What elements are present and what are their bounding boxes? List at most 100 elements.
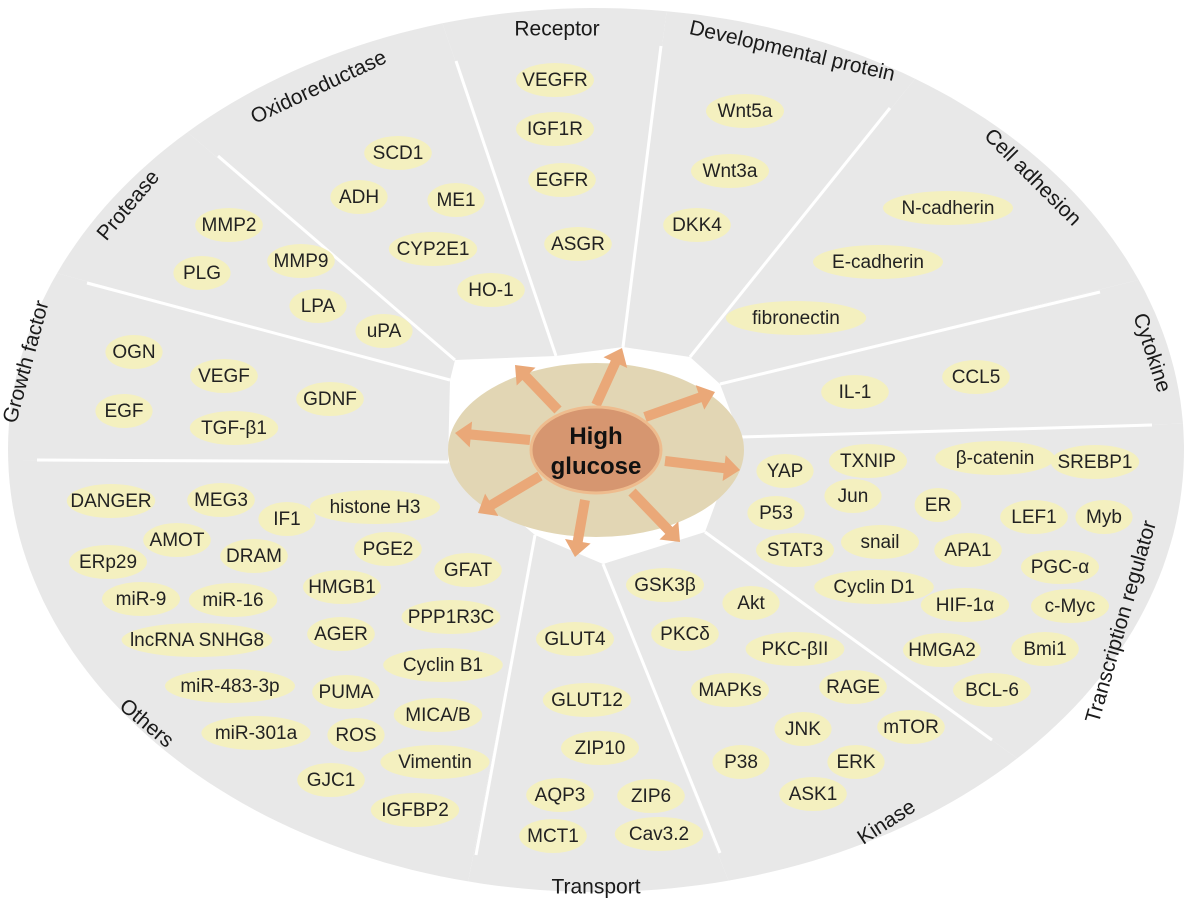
node-label: snail <box>860 532 899 553</box>
node-pill <box>457 273 525 307</box>
node-kinase: PKC-βII <box>745 632 845 666</box>
node-pill <box>289 289 347 323</box>
sector-label-transport: Transport <box>551 876 640 899</box>
node-pill <box>934 533 1002 567</box>
node-growth-factor: VEGF <box>190 359 258 393</box>
node-pill <box>427 183 485 217</box>
node-label: Jun <box>838 486 869 507</box>
node-pill <box>903 633 981 667</box>
node-pill <box>327 718 385 752</box>
arrow-icon <box>643 385 715 422</box>
node-pill <box>258 502 316 536</box>
node-transcription-regulator: P53 <box>747 496 805 530</box>
node-pill <box>296 382 364 416</box>
node-kinase: ERK <box>827 745 885 779</box>
node-pill <box>821 375 889 409</box>
node-label: TGF-β1 <box>201 418 267 439</box>
node-transport: ZIP10 <box>561 731 639 765</box>
node-kinase: P38 <box>712 745 770 779</box>
node-pill <box>188 583 278 617</box>
node-others: PUMA <box>312 675 380 709</box>
node-label: Vimentin <box>398 752 472 773</box>
node-label: CCL5 <box>952 367 1001 388</box>
node-pill <box>651 617 719 651</box>
node-label: MCT1 <box>527 826 579 847</box>
node-label: ME1 <box>436 190 475 211</box>
node-pill <box>712 745 770 779</box>
node-pill <box>388 232 478 266</box>
node-others: MEG3 <box>187 483 255 517</box>
node-label: VEGF <box>198 366 250 387</box>
node-transcription-regulator: snail <box>841 525 919 559</box>
node-pill <box>1000 500 1068 534</box>
sector-divider <box>217 154 456 362</box>
node-label: EGFR <box>536 170 589 191</box>
node-label: PLG <box>183 263 221 284</box>
node-label: GFAT <box>444 560 493 581</box>
node-transcription-regulator: β-catenin <box>935 441 1055 475</box>
node-kinase: PKCδ <box>651 617 719 651</box>
node-cytokine: IL-1 <box>821 375 889 409</box>
node-pill <box>691 673 769 707</box>
node-pill <box>354 532 422 566</box>
node-pill <box>143 523 211 557</box>
sector-divider <box>36 458 449 464</box>
node-others: Vimentin <box>380 745 490 779</box>
node-label: IF1 <box>273 509 300 530</box>
node-oxidoreductase: ADH <box>330 180 388 214</box>
node-pill <box>165 669 295 703</box>
node-kinase: MAPKs <box>691 673 769 707</box>
node-label: BCL-6 <box>965 680 1019 701</box>
node-label: Myb <box>1086 507 1122 528</box>
node-others: IGFBP2 <box>370 793 460 827</box>
node-protease: uPA <box>355 314 413 348</box>
node-label: fibronectin <box>752 308 840 329</box>
sector-divider <box>454 60 558 357</box>
node-label: Cyclin B1 <box>403 655 483 676</box>
node-pill <box>614 817 704 851</box>
node-pill <box>516 63 594 97</box>
node-others: GJC1 <box>297 763 365 797</box>
node-label: HIF-1α <box>936 595 995 616</box>
node-label: PGC-α <box>1031 557 1090 578</box>
node-label: Cav3.2 <box>629 824 689 845</box>
node-oxidoreductase: HO-1 <box>457 273 525 307</box>
node-others: lncRNA SNHG8 <box>121 623 273 657</box>
node-pill <box>544 227 612 261</box>
node-pill <box>370 793 460 827</box>
node-label: MAPKs <box>698 680 761 701</box>
node-transcription-regulator: ER <box>914 488 962 522</box>
node-others: miR-483-3p <box>165 669 295 703</box>
node-label: miR-16 <box>202 590 263 611</box>
node-transcription-regulator: YAP <box>756 454 814 488</box>
sector-divider <box>86 281 451 382</box>
node-label: YAP <box>767 461 804 482</box>
node-pill <box>774 712 832 746</box>
node-label: CYP2E1 <box>397 239 470 260</box>
sector-bg-developmental-protein <box>623 11 916 357</box>
node-pill <box>312 675 380 709</box>
node-others: Cyclin B1 <box>383 648 503 682</box>
node-others: HMGB1 <box>303 570 381 604</box>
node-label: RAGE <box>826 677 880 698</box>
node-pill <box>722 586 780 620</box>
node-label: GDNF <box>303 389 357 410</box>
node-receptor: VEGFR <box>516 63 594 97</box>
node-pill <box>819 670 887 704</box>
node-cytokine: CCL5 <box>942 360 1010 394</box>
node-transcription-regulator: Bmi1 <box>1011 632 1079 666</box>
arrow-icon <box>628 488 680 542</box>
node-transport: GLUT4 <box>536 622 614 656</box>
node-pill <box>706 94 784 128</box>
node-label: c-Myc <box>1045 596 1096 617</box>
node-label: P38 <box>724 752 758 773</box>
node-label: AQP3 <box>535 785 586 806</box>
node-others: ERp29 <box>69 545 147 579</box>
node-label: MMP2 <box>202 215 257 236</box>
node-label: MMP9 <box>274 251 329 272</box>
node-pill <box>364 136 432 170</box>
sector-bg-kinase <box>603 532 1018 881</box>
node-pill <box>516 112 594 146</box>
node-label: DKK4 <box>672 215 722 236</box>
node-transcription-regulator: Myb <box>1075 500 1133 534</box>
